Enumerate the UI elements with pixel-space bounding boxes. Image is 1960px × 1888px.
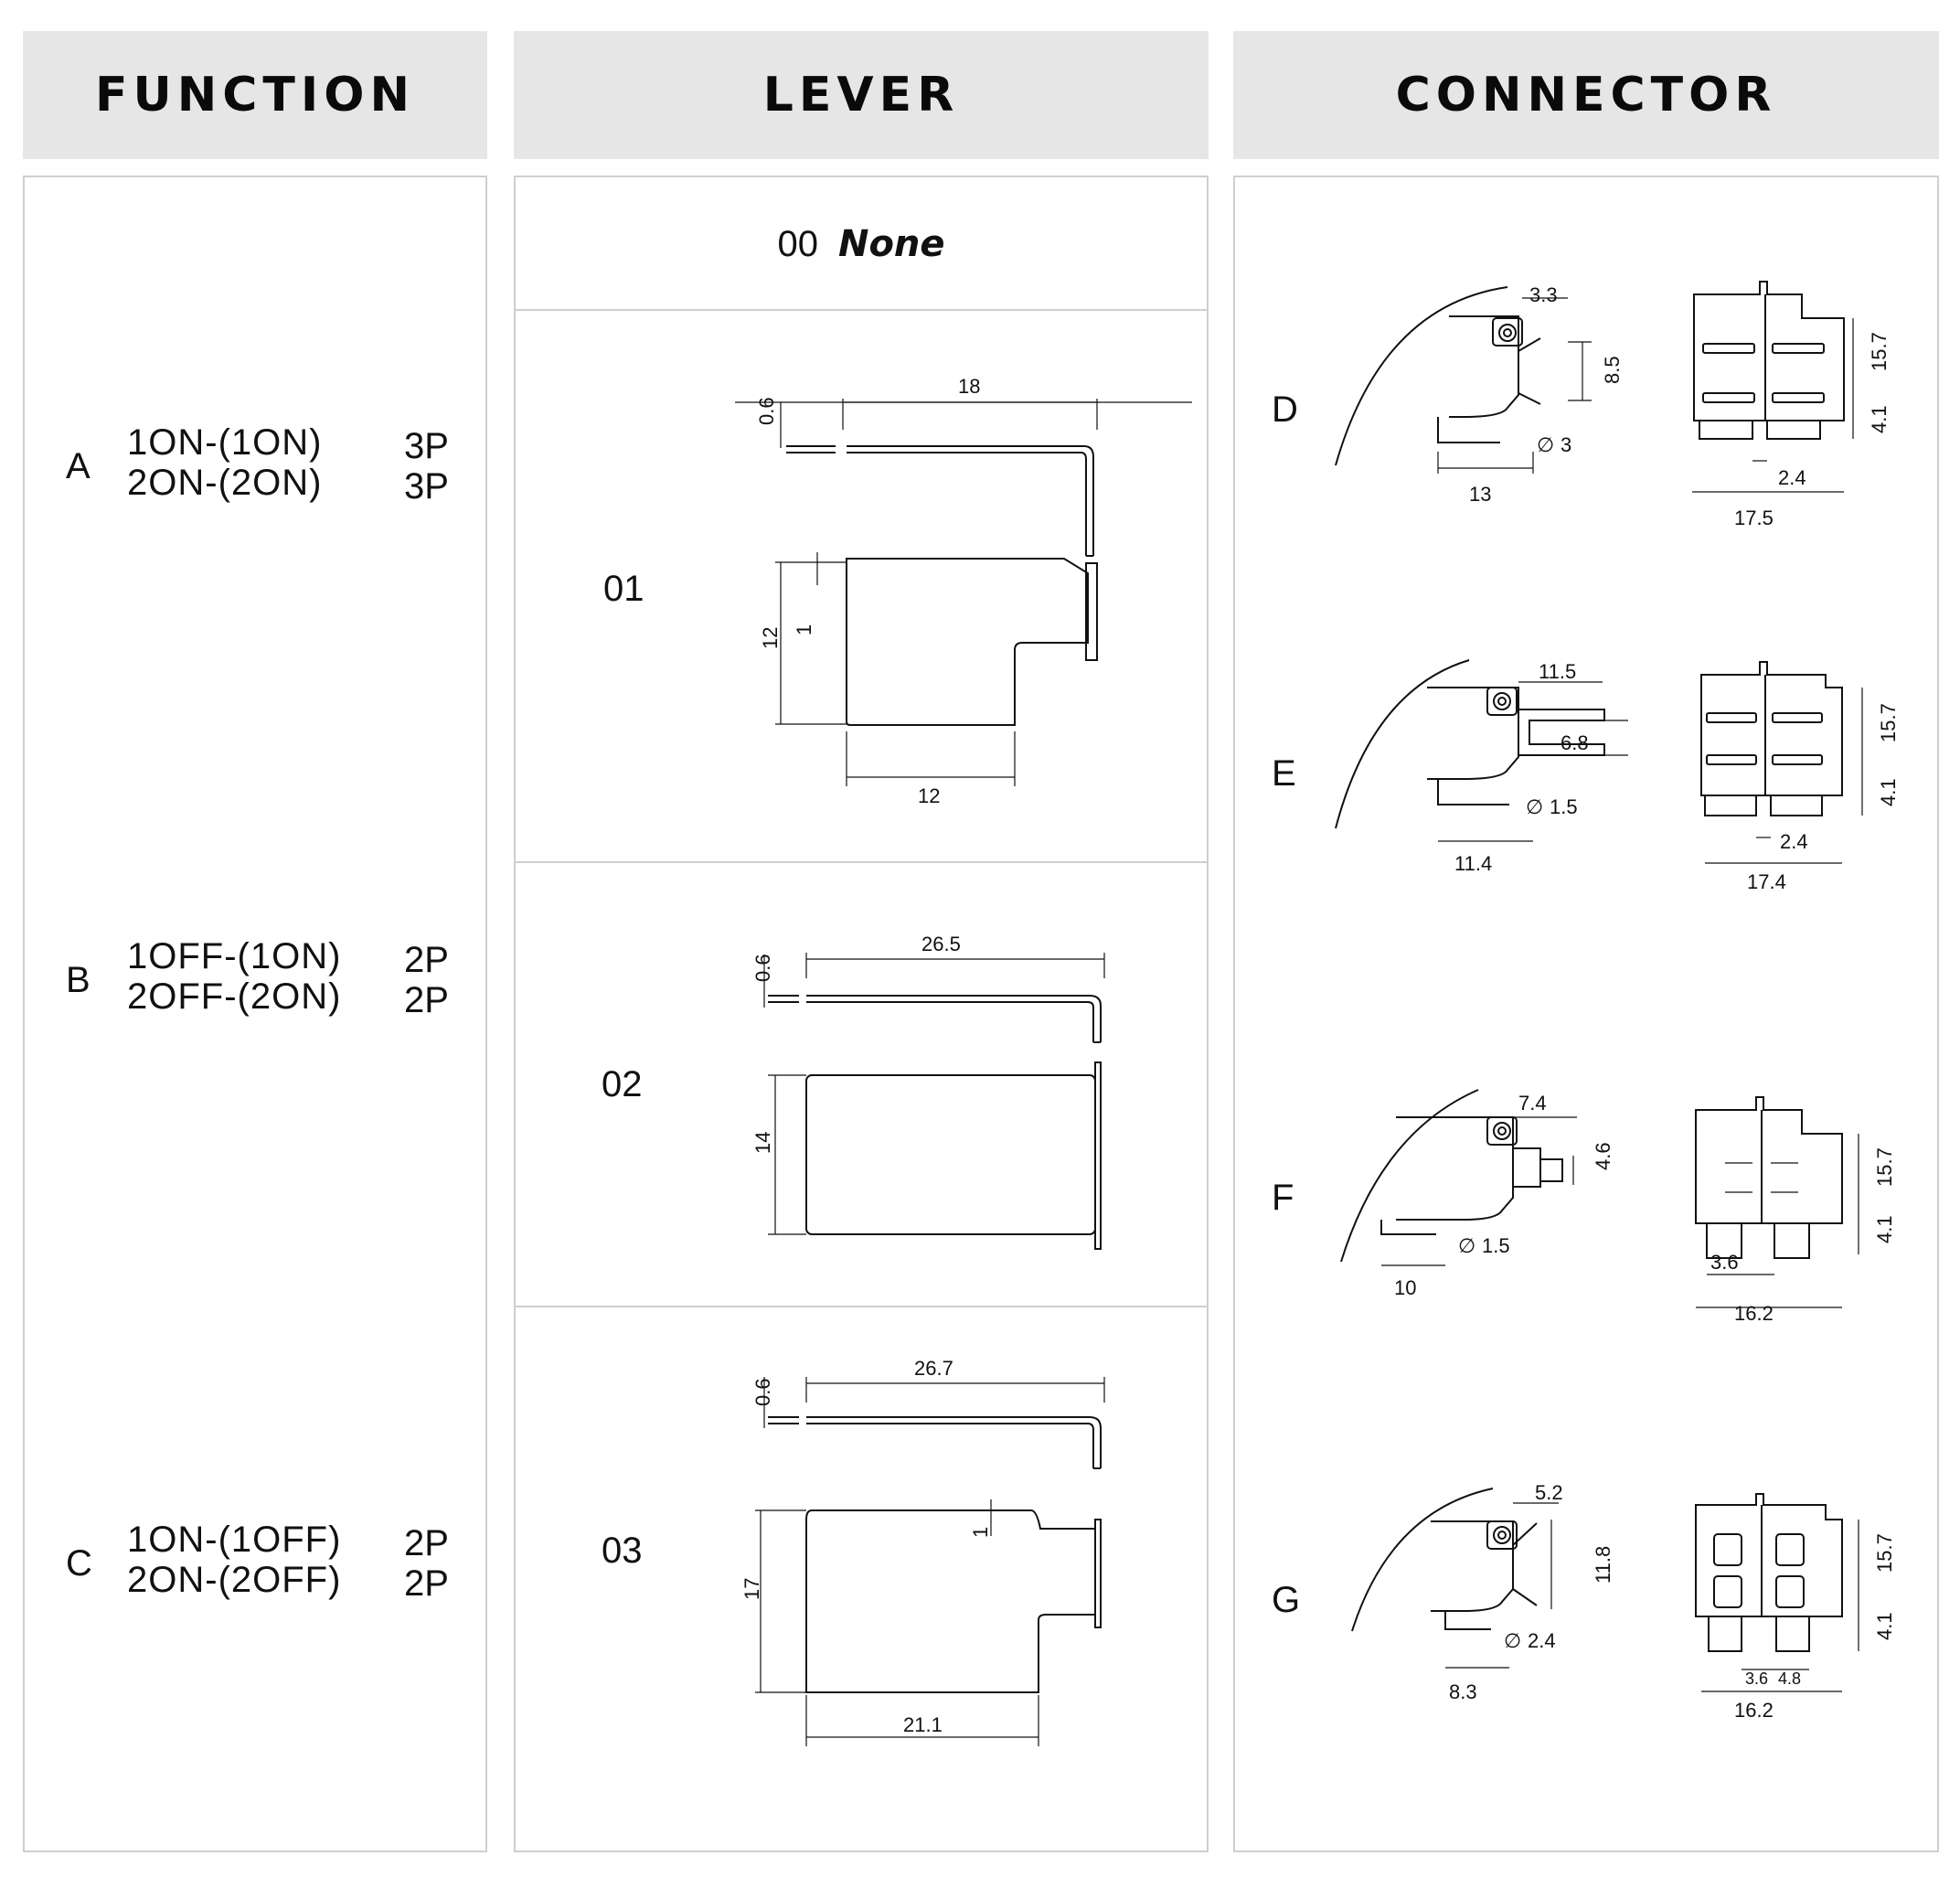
dim-pitch: 2.4 (1778, 466, 1806, 489)
lever-header: LEVER (514, 31, 1209, 159)
lever-code: 02 (602, 1064, 643, 1104)
dim-top: 5.2 (1535, 1481, 1563, 1504)
dim-thickness: 0.6 (751, 1378, 774, 1406)
lever-none-code: 00 (777, 223, 818, 264)
connector-header: CONNECTOR (1233, 31, 1939, 159)
function-line: 1ON-(1OFF) (127, 1520, 342, 1560)
dim-width: 16.2 (1734, 1699, 1774, 1722)
dim-h2: 4.1 (1873, 1612, 1896, 1640)
connector-letter: D (1272, 389, 1298, 430)
dim-bottom: 13 (1469, 483, 1491, 506)
connector-panel: D 3.3 8.5 ∅ 3 13 15.7 4.1 2.4 1 (1233, 176, 1939, 1852)
dim-diameter: 3 (1561, 433, 1571, 456)
dim-width: 12 (918, 784, 940, 807)
connector-d-drawing: 3.3 8.5 ∅ 3 13 15.7 4.1 2.4 17.5 (1335, 281, 1891, 529)
function-line: 2ON-(2OFF) (127, 1560, 342, 1600)
dim-gap: 6.8 (1561, 731, 1589, 754)
lever-none-cell: 00 None (516, 177, 1207, 311)
dim-thickness: 0.6 (751, 954, 774, 982)
connector-letter: E (1272, 753, 1296, 794)
dim-diameter-symbol: ∅ (1537, 433, 1554, 456)
dim-height: 12 (759, 627, 782, 649)
dim-width: 17.4 (1747, 870, 1786, 893)
dim-gap: 11.8 (1592, 1546, 1614, 1584)
lever-02-cell: 02 0.6 26.5 14 (516, 863, 1207, 1307)
connector-f-drawing: 7.4 4.6 ∅ 1.5 10 15.7 4.1 3.6 16.2 (1340, 1089, 1896, 1325)
dim-diameter: 2.4 (1528, 1629, 1556, 1652)
dim-h2: 4.1 (1877, 778, 1900, 806)
lever-code: 01 (603, 569, 644, 609)
function-letter: B (66, 960, 91, 1000)
function-poles: 2P (404, 940, 449, 980)
dim-pitch: 2.4 (1780, 830, 1808, 853)
dim-bottom: 8.3 (1449, 1680, 1477, 1703)
lever-02-drawing: 0.6 26.5 14 (751, 933, 1105, 1250)
dim-h1: 15.7 (1873, 1533, 1896, 1573)
dim-offset: 1 (793, 624, 815, 635)
dim-width: 21.1 (903, 1713, 943, 1736)
dim-pitch-2: 4.8 (1778, 1669, 1801, 1688)
lever-code: 03 (602, 1531, 643, 1571)
dim-h1: 15.7 (1868, 332, 1891, 371)
dim-h1: 15.7 (1877, 703, 1900, 742)
dim-diameter: 1.5 (1550, 795, 1578, 818)
dim-height: 14 (751, 1132, 774, 1154)
dim-length: 18 (958, 375, 980, 398)
dim-pitch: 3.6 (1745, 1669, 1768, 1688)
dim-height: 17 (740, 1578, 763, 1600)
lever-panel: 00 None 01 0.6 18 (514, 176, 1209, 1852)
connector-g-drawing: 5.2 11.8 ∅ 2.4 8.3 15.7 4.1 3.6 4.8 16.2 (1351, 1481, 1896, 1722)
dim-length: 26.7 (914, 1357, 953, 1380)
dim-diameter: 1.5 (1482, 1234, 1510, 1257)
dim-h2: 4.1 (1868, 405, 1891, 433)
function-poles: 2P (404, 1563, 449, 1604)
function-line: 1OFF-(1ON) (127, 936, 342, 976)
dim-diameter-symbol: ∅ (1504, 1629, 1521, 1652)
dim-h1: 15.7 (1873, 1147, 1896, 1187)
connector-e-drawing: 11.5 6.8 ∅ 1.5 11.4 15.7 4.1 2.4 17.4 (1335, 659, 1900, 893)
function-poles: 3P (404, 426, 449, 466)
lever-none-row: 00 None (516, 177, 1207, 311)
function-line: 2OFF-(2ON) (127, 976, 342, 1017)
lever-01-cell: 01 0.6 18 1 12 12 (516, 311, 1207, 863)
connector-letter: G (1272, 1580, 1301, 1620)
lever-03-drawing: 0.6 26.7 1 17 21.1 (740, 1357, 1105, 1746)
function-panel: A 1ON-(1ON) 2ON-(2ON) 3P 3P B 1OFF-(1ON)… (23, 176, 487, 1852)
function-line: 2ON-(2ON) (127, 463, 323, 503)
dim-gap: 8.5 (1601, 356, 1624, 384)
function-letter: C (66, 1543, 92, 1584)
dim-bottom: 10 (1394, 1276, 1416, 1299)
dim-gap: 4.6 (1592, 1142, 1614, 1170)
dim-top: 11.5 (1539, 660, 1576, 683)
dim-width: 16.2 (1734, 1302, 1774, 1325)
dim-length: 26.5 (921, 933, 961, 955)
dim-diameter-symbol: ∅ (1526, 795, 1543, 818)
lever-03-cell: 03 0.6 26.7 1 17 21.1 (516, 1307, 1207, 1852)
function-letter: A (66, 446, 91, 486)
lever-01-drawing: 0.6 18 1 12 12 (735, 375, 1192, 807)
dim-top: 7.4 (1518, 1092, 1547, 1115)
dim-pitch: 3.6 (1710, 1251, 1739, 1274)
lever-none-label: None (837, 223, 945, 265)
connector-letter: F (1272, 1178, 1294, 1218)
function-poles: 2P (404, 980, 449, 1020)
dim-width: 17.5 (1734, 507, 1774, 529)
function-line: 1ON-(1ON) (127, 422, 323, 463)
dim-bottom: 11.4 (1454, 852, 1492, 875)
dim-offset: 1 (969, 1527, 992, 1538)
function-header: FUNCTION (23, 31, 487, 159)
dim-diameter-symbol: ∅ (1458, 1234, 1475, 1257)
function-poles: 2P (404, 1523, 449, 1563)
dim-thickness: 0.6 (755, 397, 778, 425)
function-poles: 3P (404, 466, 449, 507)
dim-top: 3.3 (1529, 283, 1558, 306)
dim-h2: 4.1 (1873, 1215, 1896, 1243)
